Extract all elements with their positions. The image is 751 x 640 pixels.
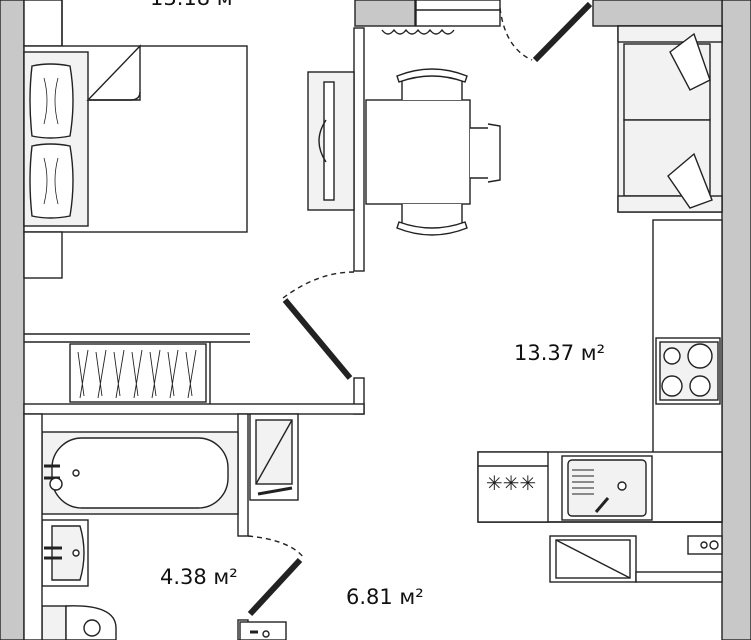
oven: ✳✳✳ (477, 451, 549, 523)
chair-icon (396, 68, 501, 236)
bath-wall (23, 413, 43, 640)
washing-machine-icon (549, 535, 723, 583)
wardrobe-icon (69, 343, 207, 403)
room-area-kitchen-living: 13.37 м² (514, 341, 606, 365)
room-area-bedroom: 13.18 м² (150, 0, 241, 9)
nightstand (23, 231, 63, 279)
pillow-icon (667, 32, 713, 209)
tv-icon (307, 71, 355, 211)
door-swing (247, 535, 305, 559)
door-leaf (532, 1, 593, 63)
doors (247, 0, 593, 617)
door-leaf (415, 0, 501, 27)
door-leaf (247, 557, 303, 617)
svg-text:✳✳✳: ✳✳✳ (486, 471, 536, 495)
room-area-bathroom: 4.38 м² (160, 565, 238, 589)
socket-icon (687, 535, 723, 555)
bathtub-icon (41, 431, 239, 515)
pillow-icon (29, 63, 74, 219)
dining-table-icon (365, 99, 471, 205)
washbasin-icon (41, 519, 89, 587)
partitions (23, 27, 365, 640)
kitchen-sink-icon (561, 455, 653, 521)
door-leaf (282, 298, 353, 380)
cooktop-icon (655, 337, 721, 405)
toilet-icon (41, 605, 117, 640)
door-swing (499, 7, 533, 61)
radiator (381, 28, 455, 35)
laundry-cabinet (249, 413, 299, 501)
room-area-hallway: 6.81 м² (346, 585, 424, 609)
washbasin-icon (239, 621, 287, 640)
door-swing (282, 271, 355, 299)
